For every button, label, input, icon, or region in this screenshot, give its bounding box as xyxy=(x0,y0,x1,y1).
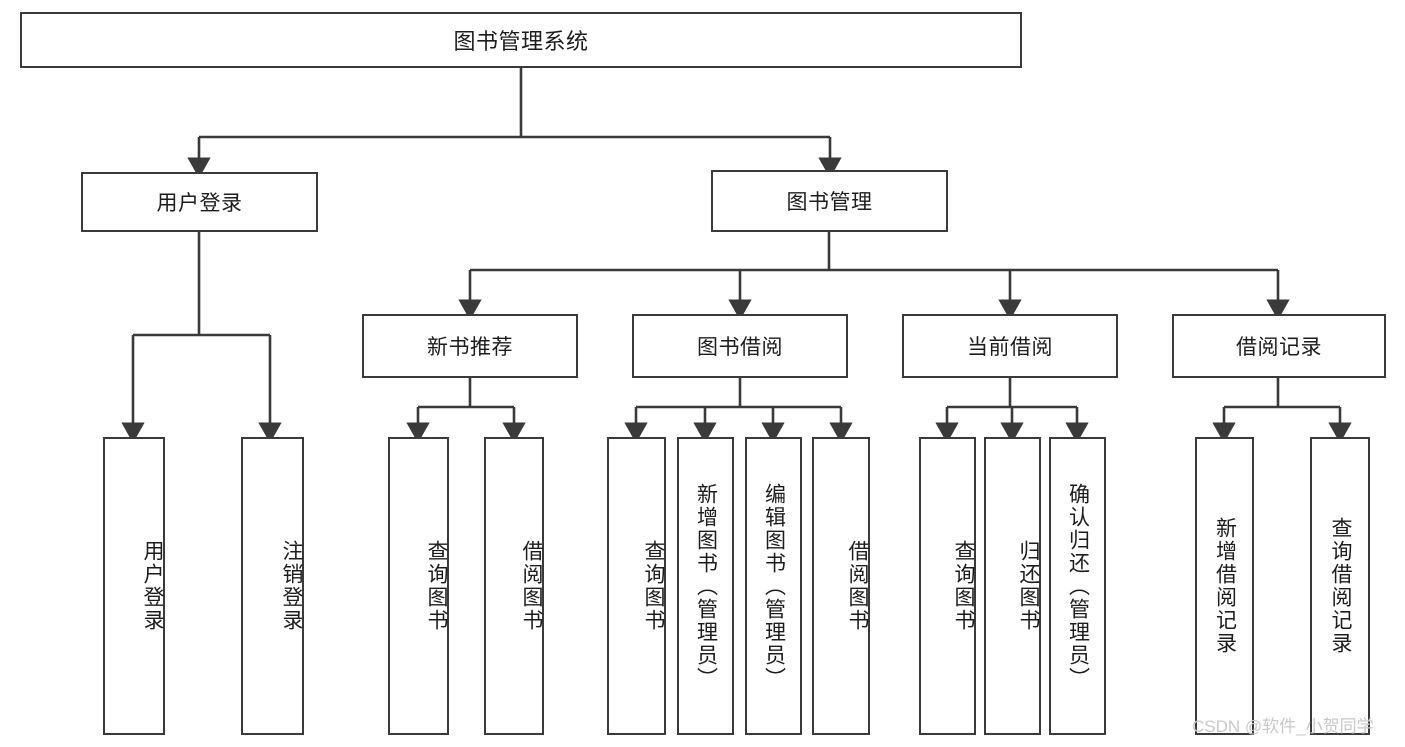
leaf-borrow-add-book-admin[interactable]: 新增图书（管理员） xyxy=(677,437,734,735)
node-user-login[interactable]: 用户登录 xyxy=(81,172,318,232)
leaf-borrow-edit-book-admin[interactable]: 编辑图书（管理员） xyxy=(745,437,802,735)
node-current-borrowing[interactable]: 当前借阅 xyxy=(902,314,1118,378)
leaf-user-login-logout[interactable]: 注销登录 xyxy=(241,437,304,735)
leaf-current-confirm-return-admin[interactable]: 确认归还（管理员） xyxy=(1049,437,1106,735)
node-book-borrowing[interactable]: 图书借阅 xyxy=(632,314,848,378)
node-root-book-management-system[interactable]: 图书管理系统 xyxy=(20,12,1022,68)
node-borrowing-record[interactable]: 借阅记录 xyxy=(1172,314,1386,378)
leaf-user-login-login[interactable]: 用户登录 xyxy=(103,437,165,735)
leaf-borrow-borrow-books[interactable]: 借阅图书 xyxy=(812,437,870,735)
leaf-new-book-query-books[interactable]: 查询图书 xyxy=(388,437,449,735)
leaf-record-add-borrow-record[interactable]: 新增借阅记录 xyxy=(1195,437,1254,735)
leaf-borrow-query-books[interactable]: 查询图书 xyxy=(607,437,666,735)
leaf-current-return-books[interactable]: 归还图书 xyxy=(984,437,1041,735)
node-new-book-recommendation[interactable]: 新书推荐 xyxy=(362,314,578,378)
leaf-current-query-books[interactable]: 查询图书 xyxy=(919,437,976,735)
leaf-record-query-borrow-record[interactable]: 查询借阅记录 xyxy=(1310,437,1370,735)
csdn-watermark: CSDN @软件_小贺同学 xyxy=(1192,717,1374,736)
leaf-new-book-borrow-books[interactable]: 借阅图书 xyxy=(484,437,544,735)
node-book-management[interactable]: 图书管理 xyxy=(711,170,948,232)
